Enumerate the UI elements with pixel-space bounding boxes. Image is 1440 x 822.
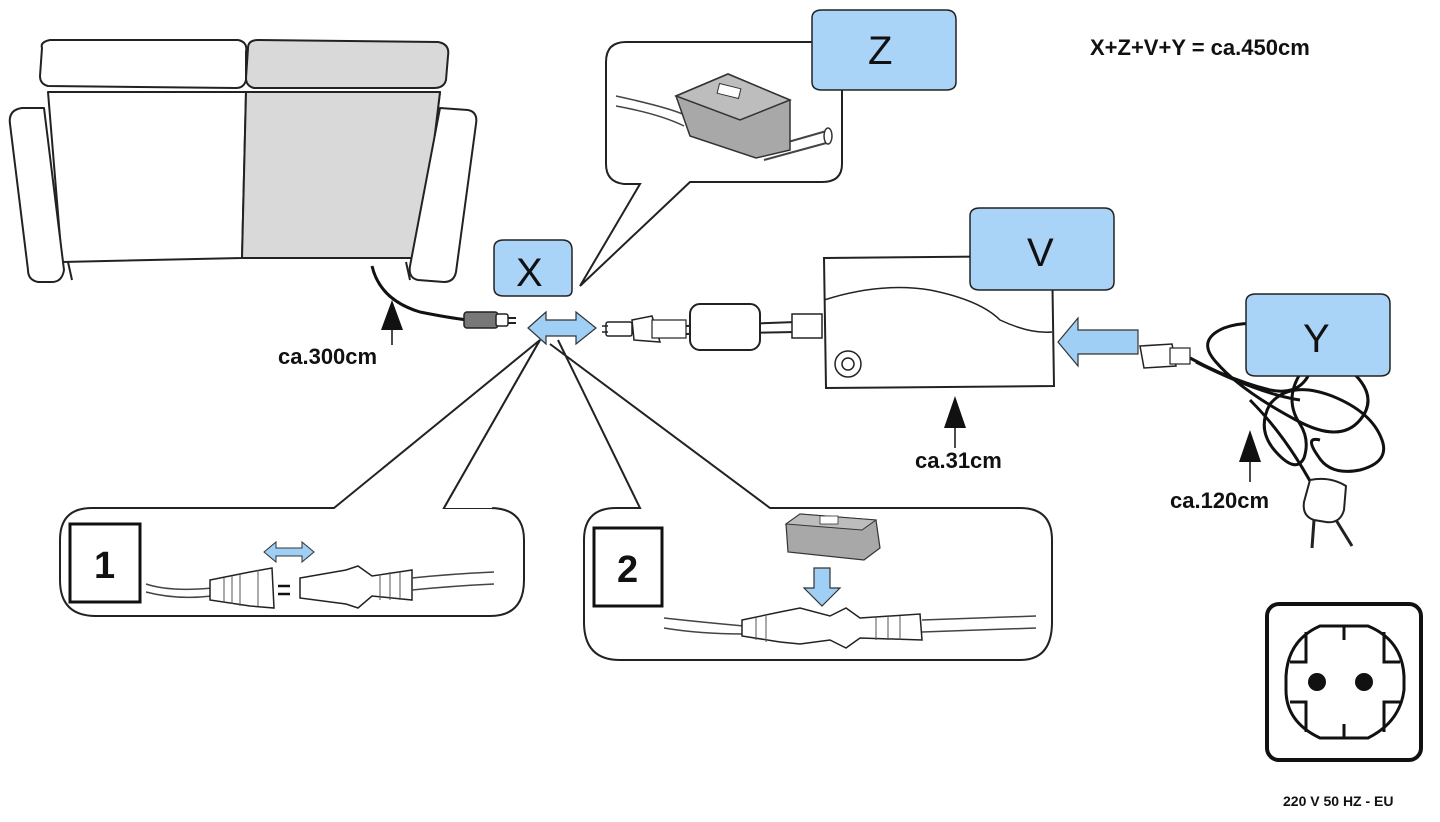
ferrite-core	[689, 303, 761, 351]
plug-cable-length-label: ca.120cm	[1170, 488, 1269, 513]
step-1-number: 1	[94, 545, 115, 587]
plug-cable-length-arrow	[1239, 430, 1261, 482]
step-1-number-box	[68, 522, 142, 604]
adapter-cable-strain-relief	[791, 313, 823, 339]
adapter-length-label: ca.31cm	[915, 448, 1002, 473]
step-2-number-box	[592, 526, 664, 608]
zoom-bubble-z	[579, 41, 843, 287]
eu-wall-plug	[1302, 477, 1354, 549]
tag-x-label: X	[516, 251, 543, 295]
step-1-bubble: 1	[59, 339, 541, 617]
sofa-cable	[370, 265, 469, 322]
power-cord-connector	[1139, 343, 1191, 369]
tag-z-label: Z	[868, 29, 892, 73]
sofa-cable-length-arrow	[381, 300, 403, 345]
step-2-number: 2	[617, 549, 638, 591]
sofa-illustration	[8, 39, 478, 283]
sofa-cable-length-label: ca.300cm	[278, 344, 377, 369]
total-length-formula: X+Z+V+Y = ca.450cm	[1090, 35, 1310, 60]
tag-z: Z	[811, 9, 957, 91]
socket-spec-label: 220 V 50 HZ - EU	[1283, 793, 1394, 809]
eu-socket-icon	[1265, 602, 1423, 762]
power-into-box-arrow	[1057, 316, 1139, 368]
tag-y-label: Y	[1303, 317, 1330, 361]
adapter-length-arrow	[944, 396, 966, 448]
adapter-connector	[602, 315, 687, 343]
connect-double-arrow	[527, 310, 597, 346]
step-2-bubble: 2	[443, 339, 1053, 661]
sofa-plug-connector	[463, 311, 516, 329]
tag-x: X	[493, 239, 573, 297]
tag-v: V	[969, 207, 1115, 291]
tag-y: Y	[1245, 293, 1391, 377]
tag-v-label: V	[1027, 231, 1054, 275]
